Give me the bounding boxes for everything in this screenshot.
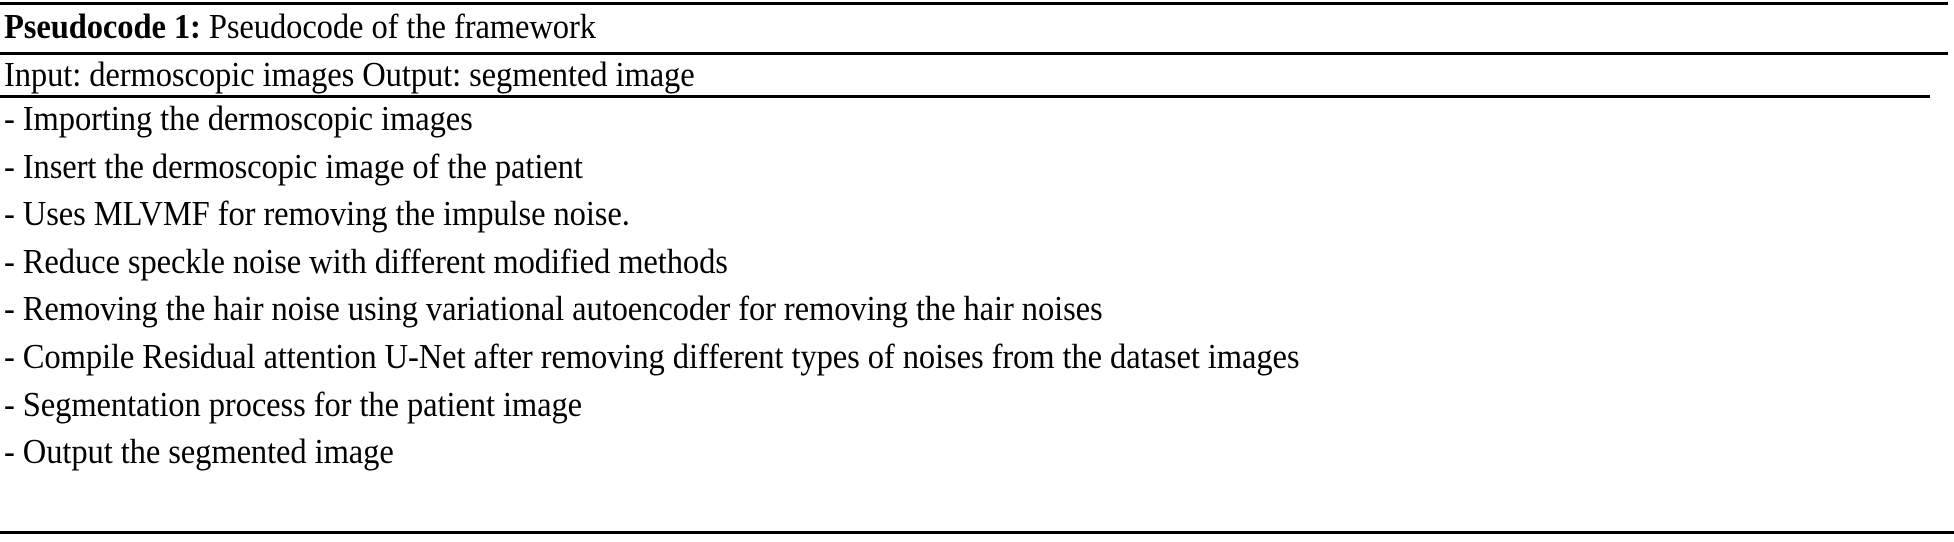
- pseudocode-step: - Compile Residual attention U-Net after…: [4, 337, 1300, 376]
- pseudocode-step: - Segmentation process for the patient i…: [4, 385, 583, 424]
- rule-top-border: [0, 2, 1948, 5]
- pseudocode-step: - Importing the dermoscopic images: [4, 99, 473, 138]
- pseudocode-step: - Reduce speckle noise with different mo…: [4, 242, 728, 281]
- rule-below-io: [0, 95, 1930, 98]
- pseudocode-step: - Insert the dermoscopic image of the pa…: [4, 147, 583, 186]
- pseudocode-caption: Pseudocode 1: Pseudocode of the framewor…: [4, 9, 596, 44]
- rule-bottom-border: [0, 531, 1954, 534]
- caption-title: Pseudocode of the framework: [200, 7, 596, 46]
- rule-below-caption: [0, 52, 1948, 55]
- pseudocode-step: - Uses MLVMF for removing the impulse no…: [4, 194, 630, 233]
- caption-label: Pseudocode 1:: [4, 7, 201, 46]
- pseudocode-step: - Output the segmented image: [4, 432, 394, 471]
- pseudocode-io-line: Input: dermoscopic images Output: segmen…: [4, 55, 695, 94]
- pseudocode-step: - Removing the hair noise using variatio…: [4, 289, 1103, 328]
